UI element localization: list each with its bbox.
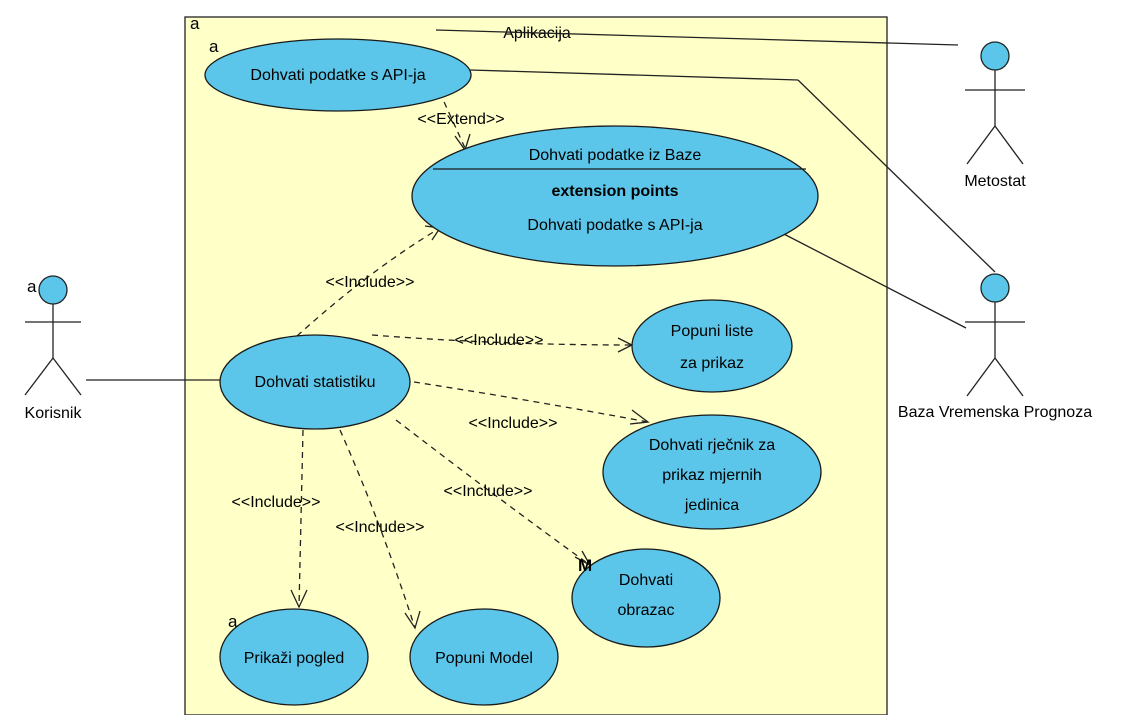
assoc-metostat-api — [435, 29, 959, 46]
system-corner-mark: a — [190, 14, 200, 33]
usecase-dohvati-obrazac[interactable] — [571, 548, 721, 648]
usecase-dohvati-rjecnik-line3: jedinica — [684, 497, 739, 514]
actor-korisnik-mark: a — [27, 277, 37, 296]
assoc-baza-db — [779, 231, 967, 329]
actor-metostat-leg-right — [994, 125, 1024, 165]
usecase-dohvati-api-mark: a — [209, 37, 219, 56]
usecase-dohvati-api[interactable] — [204, 38, 472, 112]
include-label-rjecnik: <<Include>> — [469, 415, 558, 432]
usecase-dohvati-baza[interactable] — [411, 125, 819, 267]
usecase-dohvati-rjecnik[interactable] — [602, 414, 822, 530]
actor-korisnik-name: Korisnik — [25, 405, 83, 422]
usecase-prikazi-pogled[interactable] — [219, 608, 369, 706]
actor-baza-name: Baza Vremenska Prognoza — [898, 404, 1092, 421]
usecase-popuni-model-label: Popuni Model — [435, 650, 533, 667]
include-label-liste: <<Include>> — [455, 332, 544, 349]
extension-point-api: Dohvati podatke s API-ja — [527, 217, 702, 234]
include-label-model: <<Include>> — [336, 519, 425, 536]
include-label-pogled: <<Include>> — [232, 494, 321, 511]
assoc-baza-api-2 — [797, 79, 996, 273]
include-label-obrazac: <<Include>> — [444, 483, 533, 500]
actor-baza-leg-right — [994, 357, 1024, 397]
actor-baza-head — [980, 273, 1010, 303]
actor-baza[interactable] — [965, 273, 1025, 397]
assoc-baza-api — [469, 69, 799, 81]
actor-baza-leg-left — [966, 357, 996, 397]
actor-korisnik[interactable] — [24, 275, 82, 396]
actor-korisnik-head — [38, 275, 68, 305]
extend-label: <<Extend>> — [417, 111, 504, 128]
actor-korisnik-leg-right — [52, 357, 82, 396]
actor-metostat[interactable] — [965, 41, 1025, 165]
include-arrowhead-model — [404, 610, 421, 630]
include-label-baza: <<Include>> — [326, 274, 415, 291]
usecase-dohvati-obrazac-mark: M — [578, 556, 592, 575]
usecase-popuni-liste-line1: Popuni liste — [671, 323, 754, 340]
usecase-prikazi-pogled-label: Prikaži pogled — [244, 650, 345, 667]
usecase-dohvati-obrazac-line1: Dohvati — [619, 572, 673, 589]
actor-metostat-head — [980, 41, 1010, 71]
usecase-prikazi-pogled-mark: a — [228, 612, 238, 631]
usecase-dohvati-api-label: Dohvati podatke s API-ja — [250, 67, 425, 84]
actor-metostat-leg-left — [966, 125, 996, 165]
actor-korisnik-leg-left — [24, 357, 54, 396]
include-arrowhead-obrazac — [574, 550, 592, 567]
usecase-dohvati-obrazac-line2: obrazac — [618, 602, 675, 619]
usecase-popuni-model[interactable] — [409, 608, 559, 706]
include-line-pogled — [298, 429, 304, 608]
include-line-baza — [296, 227, 441, 337]
include-line-model — [339, 429, 416, 629]
usecase-dohvati-rjecnik-line2: prikaz mjernih — [662, 467, 762, 484]
include-line-obrazac — [395, 419, 591, 566]
usecase-dohvati-statistiku-label: Dohvati statistiku — [255, 374, 376, 391]
extension-points-heading: extension points — [551, 183, 678, 200]
usecase-popuni-liste-line2: za prikaz — [680, 355, 744, 372]
include-arrowhead-pogled — [290, 589, 308, 609]
usecase-dohvati-statistiku[interactable] — [219, 334, 411, 430]
include-arrowhead-rjecnik — [629, 409, 650, 425]
usecase-dohvati-rjecnik-line1: Dohvati rječnik za — [649, 437, 775, 454]
usecase-dohvati-baza-label: Dohvati podatke iz Baze — [529, 147, 702, 164]
actor-metostat-name: Metostat — [964, 173, 1026, 190]
usecase-popuni-liste[interactable] — [631, 299, 793, 393]
